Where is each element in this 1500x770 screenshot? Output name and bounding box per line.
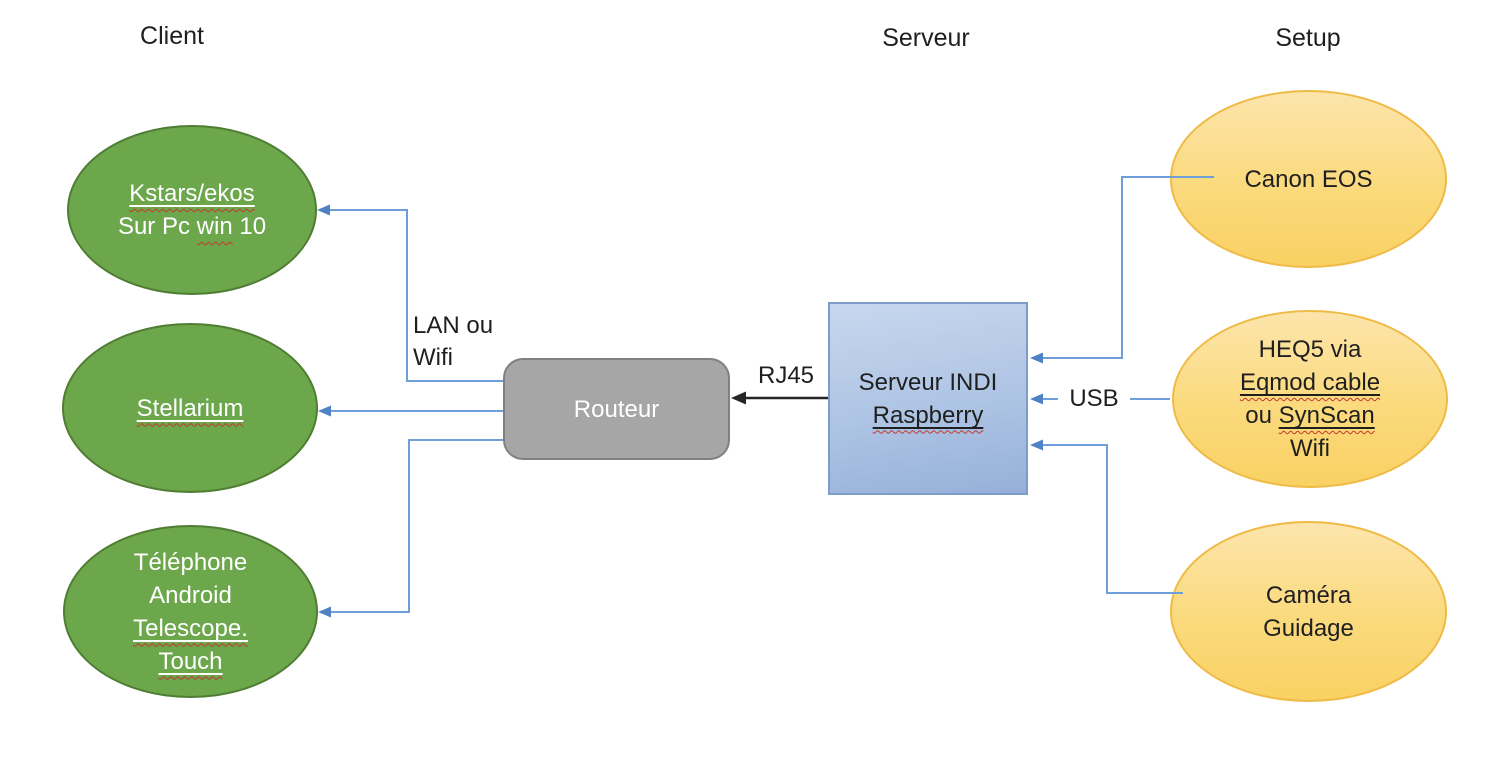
node-routeur-label: Routeur	[573, 395, 660, 423]
arrowhead-indi-top	[1030, 352, 1043, 364]
arrowhead-indi-middle	[1030, 393, 1043, 405]
arrowhead-indi-bottom	[1030, 439, 1043, 451]
node-canon-eos: Canon EOS	[1170, 90, 1447, 268]
node-kstars-line2-pre: Sur Pc	[117, 213, 197, 240]
node-camera-guidage: Caméra Guidage	[1170, 521, 1447, 702]
arrowhead-telephone	[318, 606, 331, 618]
node-camera-line2: Guidage	[1263, 614, 1354, 642]
node-heq5-line4: Wifi	[1290, 435, 1330, 462]
node-heq5-line2: Eqmod cable	[1239, 369, 1381, 396]
connector-routeur-telephone	[331, 439, 503, 613]
node-heq5-line3-synscan: SynScan	[1278, 402, 1375, 429]
node-heq5-line3-pre: ou	[1245, 402, 1279, 429]
arrowhead-kstars	[317, 204, 330, 216]
node-heq5: HEQ5 via Eqmod cable ou SynScan Wifi	[1172, 310, 1448, 488]
label-usb: USB	[1058, 383, 1130, 415]
node-indi-line1: Serveur INDI	[858, 368, 998, 396]
node-kstars-line1: Kstars/ekos	[129, 180, 255, 207]
label-lan-ou-wifi: LAN ou Wifi	[413, 312, 494, 371]
node-camera-line1: Caméra	[1265, 581, 1352, 609]
label-rj45: RJ45	[757, 362, 815, 389]
node-indi-line2: Raspberry	[872, 401, 984, 429]
connector-camera-indi	[1043, 444, 1183, 594]
node-telephone-line2: Android	[149, 581, 232, 609]
node-heq5-line1: HEQ5 via	[1258, 336, 1362, 363]
column-header-serveur: Serveur	[882, 24, 970, 52]
node-kstars-line2-win: win	[196, 213, 233, 240]
node-telephone-line4: Touch	[158, 647, 223, 675]
node-serveur-indi: Serveur INDI Raspberry	[828, 302, 1028, 495]
node-telephone-android: Téléphone Android Telescope. Touch	[63, 525, 318, 698]
node-kstars-line2-post: 10	[232, 213, 267, 240]
column-header-setup: Setup	[1275, 24, 1341, 52]
arrowhead-stellarium	[318, 405, 331, 417]
node-kstars-ekos: Kstars/ekos Sur Pc win 10	[67, 125, 317, 295]
arrowhead-routeur	[731, 391, 746, 405]
node-routeur: Routeur	[503, 358, 730, 460]
column-header-client: Client	[140, 22, 204, 50]
node-canon-label: Canon EOS	[1244, 165, 1373, 193]
node-telephone-line1: Téléphone	[133, 548, 248, 576]
node-telephone-line3: Telescope.	[133, 614, 248, 642]
node-stellarium: Stellarium	[62, 323, 318, 493]
node-stellarium-label: Stellarium	[136, 394, 244, 422]
